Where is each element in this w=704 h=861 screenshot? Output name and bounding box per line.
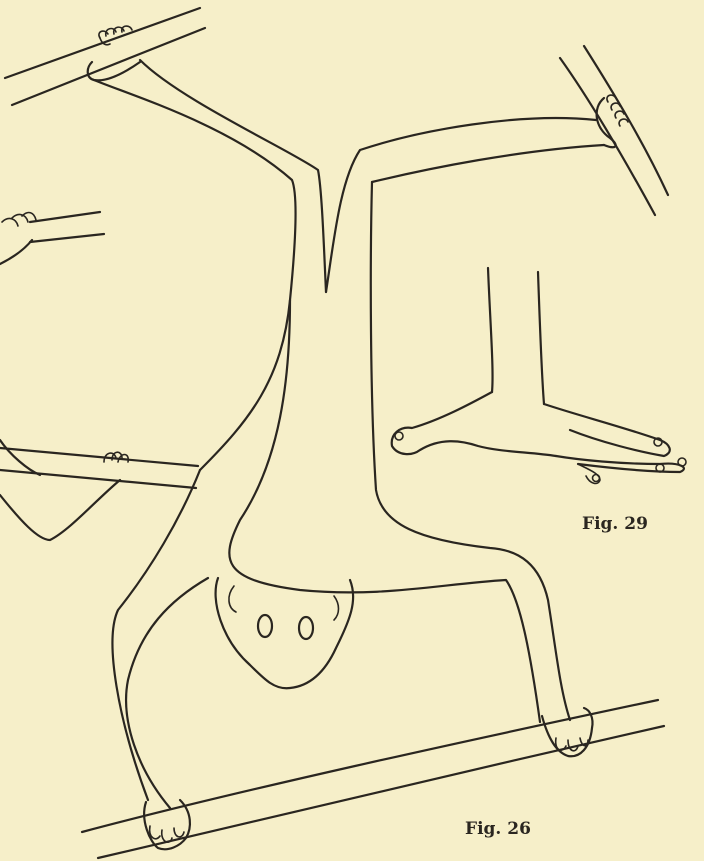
arm-upper-left (94, 60, 326, 470)
eye-left (258, 615, 272, 637)
branch-mid-left (0, 212, 104, 264)
branch-top-right (560, 46, 668, 215)
branch-lower-left (0, 440, 198, 540)
arm-upper-right (326, 118, 604, 292)
head (216, 578, 354, 688)
branch-bottom (82, 700, 664, 858)
eye-right (299, 617, 313, 639)
torso (113, 182, 570, 800)
foot-fig29 (392, 268, 686, 483)
figure-caption-29: Fig. 29 (582, 514, 648, 534)
branch-top-left (5, 8, 205, 105)
figure-caption-26: Fig. 26 (465, 819, 531, 839)
leg-lower-left (126, 300, 540, 808)
